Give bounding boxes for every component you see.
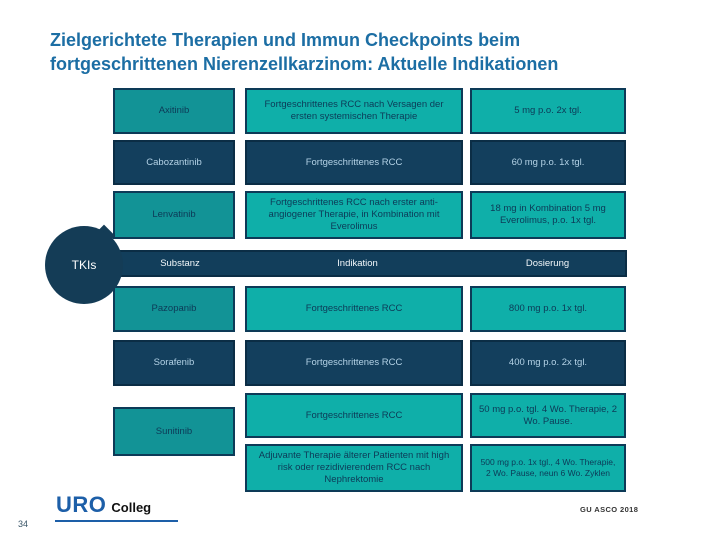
substance-cabozantinib: Cabozantinib (113, 140, 235, 185)
dosage-sunitinib-2: 500 mg p.o. 1x tgl., 4 Wo. Therapie, 2 W… (470, 444, 626, 492)
indication-sunitinib-1: Fortgeschrittenes RCC (245, 393, 463, 438)
dosage-sorafenib: 400 mg p.o. 2x tgl. (470, 340, 626, 386)
slide-title-line1: Zielgerichtete Therapien und Immun Check… (50, 30, 521, 50)
logo-underline (55, 520, 178, 522)
slide-title: Zielgerichtete Therapien und Immun Check… (50, 28, 680, 76)
uro-college-logo: URO Colleg (56, 492, 151, 518)
header-substanz: Substanz (160, 258, 200, 269)
conference-credit: GU ASCO 2018 (580, 505, 639, 514)
dosage-pazopanib: 800 mg p.o. 1x tgl. (470, 286, 626, 332)
slide-title-line2: fortgeschrittenen Nierenzellkarzinom: Ak… (50, 54, 559, 74)
indication-lenvatinib: Fortgeschrittenes RCC nach erster anti-a… (245, 191, 463, 239)
dosage-lenvatinib: 18 mg in Kombination 5 mg Everolimus, p.… (470, 191, 626, 239)
logo-colleg-text: Colleg (111, 500, 152, 515)
indication-sunitinib-2: Adjuvante Therapie älterer Patienten mit… (245, 444, 463, 492)
substance-sorafenib: Sorafenib (113, 340, 235, 386)
header-dosierung: Dosierung (525, 258, 570, 269)
dosage-sunitinib-1: 50 mg p.o. tgl. 4 Wo. Therapie, 2 Wo. Pa… (470, 393, 626, 438)
dosage-cabozantinib: 60 mg p.o. 1x tgl. (470, 140, 626, 185)
indication-pazopanib: Fortgeschrittenes RCC (245, 286, 463, 332)
substance-sunitinib: Sunitinib (113, 407, 235, 456)
indication-sorafenib: Fortgeschrittenes RCC (245, 340, 463, 386)
indication-cabozantinib: Fortgeschrittenes RCC (245, 140, 463, 185)
substance-axitinib: Axitinib (113, 88, 235, 134)
substance-pazopanib: Pazopanib (113, 286, 235, 332)
tkis-group-badge: TKIs (45, 226, 123, 304)
page-number: 34 (18, 519, 29, 529)
substance-lenvatinib: Lenvatinib (113, 191, 235, 239)
header-indikation: Indikation (337, 258, 378, 269)
indication-axitinib: Fortgeschrittenes RCC nach Versagen der … (245, 88, 463, 134)
table-header: Substanz Indikation Dosierung (113, 250, 627, 277)
logo-uro-text: URO (56, 492, 107, 517)
dosage-axitinib: 5 mg p.o. 2x tgl. (470, 88, 626, 134)
